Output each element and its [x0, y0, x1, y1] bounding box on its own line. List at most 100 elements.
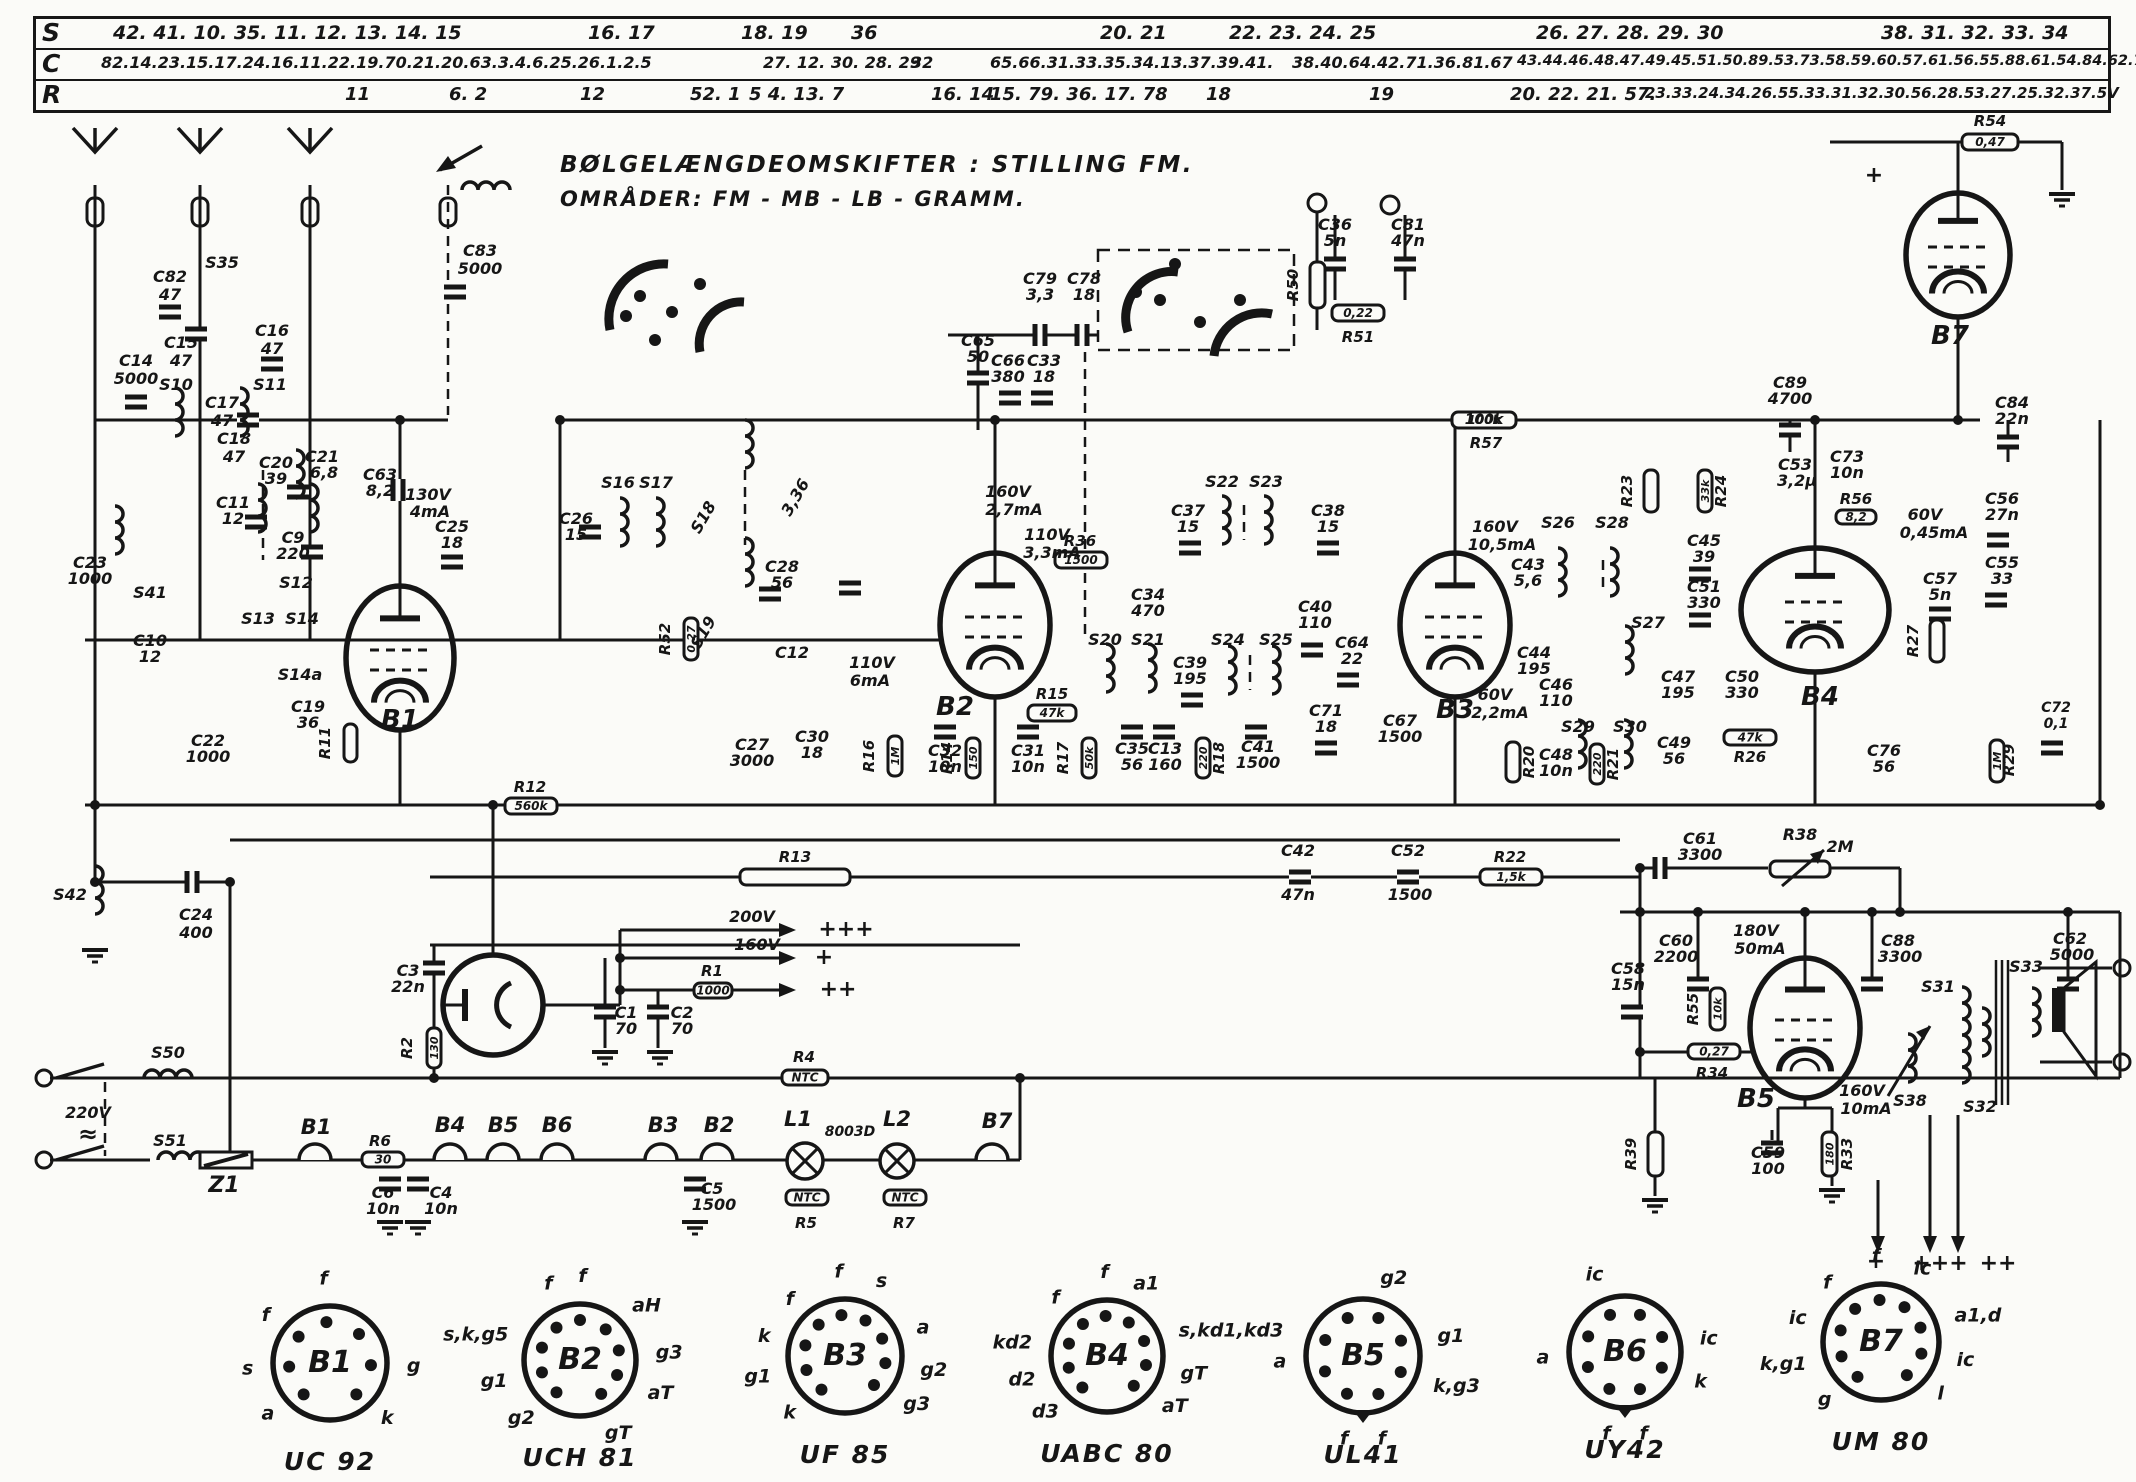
component-label: C6	[372, 1183, 395, 1202]
socket-pin-label: aT	[1162, 1395, 1190, 1417]
resistor-label: R12	[514, 778, 546, 796]
parts-row-label: R	[42, 80, 62, 109]
component-label: S23	[1249, 472, 1283, 491]
component-label: S16	[601, 473, 635, 492]
socket-pin-label: k	[783, 1402, 797, 1424]
component-label: C53	[1778, 455, 1812, 474]
component-label: C58	[1611, 959, 1645, 978]
component-label: 47	[260, 339, 284, 358]
socket-pin-label: g3	[656, 1342, 683, 1364]
socket-pin-dot	[535, 1366, 548, 1379]
component-label: C30	[795, 727, 829, 746]
socket-pin-dot	[292, 1330, 305, 1343]
resistor-R6	[360, 1150, 406, 1169]
resistor-R2	[425, 1026, 443, 1070]
resistor-R1	[692, 981, 734, 1000]
component-label: S29	[1561, 717, 1595, 736]
component-label: 10n	[366, 1199, 400, 1218]
component-label: 22	[1341, 649, 1363, 668]
component-label: C3	[397, 961, 420, 980]
component-label: 60V	[1908, 505, 1944, 524]
component-label: 18	[1033, 367, 1055, 386]
speaker-icon	[2062, 958, 2098, 1081]
socket-pin-label: g1	[1438, 1325, 1465, 1347]
component-label: 220	[276, 544, 309, 563]
socket-pin-label: f	[1340, 1428, 1351, 1450]
component-label: R38	[1783, 825, 1818, 844]
socket-pin-dot	[1138, 1335, 1151, 1348]
socket-pin-label: a1,d	[1955, 1305, 2002, 1327]
component-label: B7	[982, 1109, 1013, 1133]
resistor-value: 10k	[1712, 997, 1725, 1020]
socket-pin-label: k,g3	[1433, 1375, 1480, 1397]
resistor-value: 220	[1197, 746, 1210, 769]
socket-outline	[521, 1301, 639, 1419]
component-label: C83	[463, 241, 497, 260]
socket-pin-dot	[283, 1360, 296, 1373]
socket-pin-label: f	[786, 1288, 797, 1310]
component-label: C73	[1830, 447, 1864, 466]
capacitors	[125, 256, 2079, 1192]
resistor-R13	[738, 867, 852, 887]
socket-pin-label: aT	[648, 1382, 676, 1404]
component-label: S14	[285, 609, 319, 628]
component-label: S30	[1613, 717, 1647, 736]
component-label: C79	[1023, 269, 1057, 288]
component-label: 15	[565, 525, 587, 544]
socket-pin-dot	[550, 1386, 563, 1399]
component-label: 2,2mA	[1471, 703, 1528, 722]
resistors: 560kR12R131,5kR22100kR571500R3647kR150,2…	[316, 112, 2020, 1232]
component-label: 10n	[1830, 463, 1864, 482]
parts-row-cell: 18. 19	[741, 22, 808, 44]
component-label: C34	[1131, 585, 1165, 604]
component-label: 39	[1693, 547, 1715, 566]
component-label: 1000	[68, 569, 113, 588]
component-label: 1500	[1236, 753, 1281, 772]
socket-pin-label: g1	[481, 1370, 508, 1392]
resistor-R5	[784, 1188, 830, 1207]
socket-pin-dot	[1319, 1333, 1332, 1346]
component-label: 330	[1725, 683, 1758, 702]
socket-pin-dot	[1582, 1330, 1595, 1343]
resistor-label: R26	[1734, 748, 1766, 766]
resistor-label: R27	[1904, 624, 1922, 657]
component-label: 18	[801, 743, 823, 762]
socket-tube-name: B2	[558, 1342, 602, 1377]
socket-pin-label: l	[1937, 1382, 1944, 1404]
component-label: C65	[961, 331, 995, 350]
component-label: 1500	[1378, 727, 1423, 746]
resistor-R52	[682, 616, 700, 662]
component-label: C11	[216, 493, 250, 512]
socket-pin-label: s,k,g5	[443, 1323, 508, 1345]
socket-pin-label: f	[1872, 1245, 1883, 1267]
dashed-wires	[103, 185, 1605, 1156]
component-label: C14	[119, 351, 153, 370]
resistor-label: R22	[1494, 848, 1526, 866]
component-label: 110V	[1024, 525, 1071, 544]
resistor-value: 130	[428, 1036, 441, 1059]
component-label: 160	[1148, 755, 1181, 774]
parts-row-cell: 27. 12. 30. 28. 29	[763, 53, 921, 72]
resistor-R24	[1696, 468, 1714, 514]
component-label: 160V	[1839, 1081, 1886, 1100]
component-label: C89	[1773, 373, 1807, 392]
resistor-label: R2	[398, 1037, 416, 1059]
socket-pin-dot	[612, 1344, 625, 1357]
component-label: C17	[205, 393, 240, 412]
socket-pin-label: g2	[920, 1359, 947, 1381]
component-label: C32	[928, 741, 962, 760]
resistor-label: R4	[793, 1048, 815, 1066]
parts-row-cell: 22. 23. 24. 25	[1229, 22, 1377, 44]
resistor-R17	[1080, 736, 1098, 780]
component-label: C42	[1281, 841, 1315, 860]
schematic-title: BØLGELÆNGDEOMSKIFTER : STILLING FM.	[560, 152, 1194, 178]
component-label: 47n	[1280, 885, 1315, 904]
component-label: B3	[648, 1113, 679, 1137]
socket-pin-dot	[595, 1387, 608, 1400]
component-label: 50mA	[1734, 939, 1785, 958]
resistor-label: R51	[1342, 328, 1374, 346]
